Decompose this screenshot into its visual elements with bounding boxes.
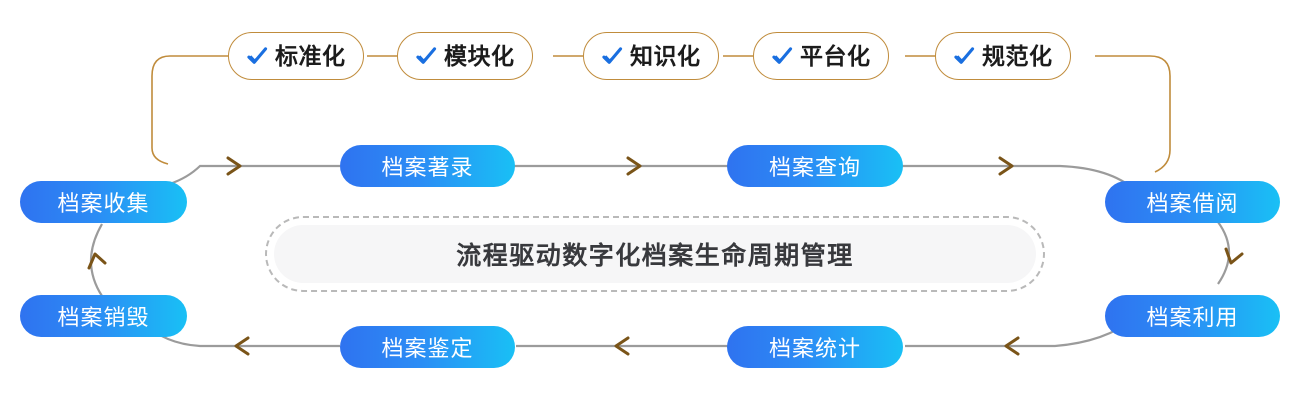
stage-pill-archive-borrowing[interactable]: 档案借阅 [1105,181,1280,223]
check-icon [416,47,437,64]
feature-label: 模块化 [444,42,515,69]
stage-pill-archive-destruction[interactable]: 档案销毁 [20,295,187,337]
check-icon [954,47,975,64]
feature-pill-2[interactable]: 知识化 [583,32,719,80]
feature-pill-3[interactable]: 平台化 [753,32,889,80]
stage-pill-archive-appraisal[interactable]: 档案鉴定 [340,326,515,368]
feature-label: 规范化 [982,42,1053,69]
center-banner-title: 流程驱动数字化档案生命周期管理 [456,242,854,270]
feature-pill-1[interactable]: 模块化 [397,32,533,80]
stage-pill-archive-description[interactable]: 档案著录 [340,145,515,187]
center-banner-inner: 流程驱动数字化档案生命周期管理 [274,225,1036,283]
check-icon [602,47,623,64]
feature-label: 知识化 [630,42,701,69]
stage-pill-archive-utilization[interactable]: 档案利用 [1105,295,1280,337]
stage-pill-archive-statistics[interactable]: 档案统计 [727,326,903,368]
feature-pill-4[interactable]: 规范化 [935,32,1071,80]
stage-pill-archive-query[interactable]: 档案查询 [727,145,903,187]
stage-pill-archive-collection[interactable]: 档案收集 [20,181,187,223]
check-icon [247,47,268,64]
feature-label: 平台化 [800,42,871,69]
feature-pill-0[interactable]: 标准化 [228,32,364,80]
center-banner: 流程驱动数字化档案生命周期管理 [265,216,1045,292]
check-icon [772,47,793,64]
feature-label: 标准化 [275,42,346,69]
